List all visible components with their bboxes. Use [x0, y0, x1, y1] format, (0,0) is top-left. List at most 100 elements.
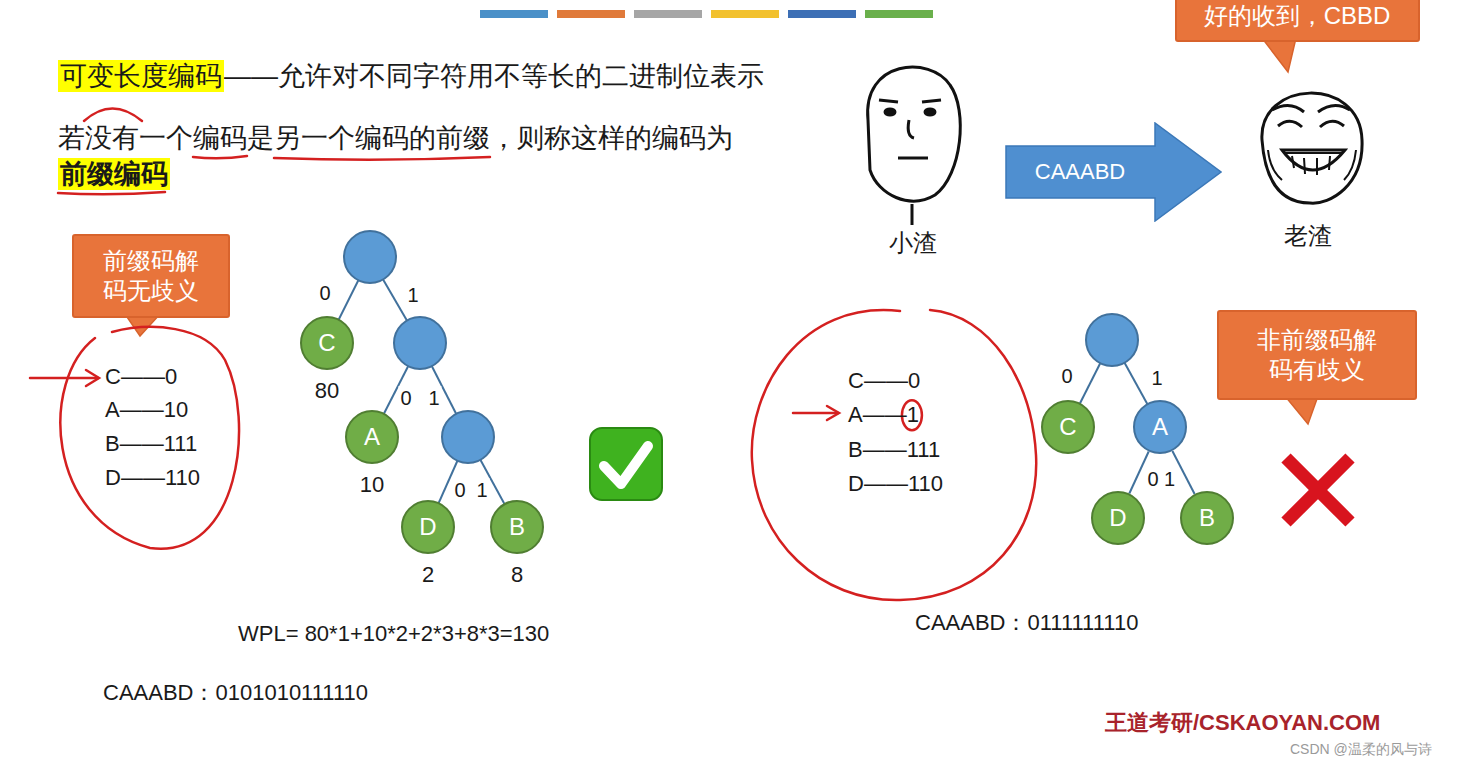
node-text: C: [318, 331, 335, 355]
troll-face: [1268, 150, 1282, 180]
wpl-formula: WPL= 80*1+10*2+2*3+8*3=130: [238, 621, 549, 647]
red-annotation: [30, 109, 1036, 601]
node-text: B: [509, 515, 525, 539]
red-annotation: [193, 156, 247, 158]
color-bar: [480, 10, 933, 18]
red-annotation: [827, 406, 839, 420]
speech-bubble: 好的收到，CBBD: [1175, 0, 1420, 42]
troll-face: [1278, 121, 1302, 127]
troll-face: [1282, 150, 1345, 170]
encoded-string: CAAABD：0101010111110: [103, 680, 368, 706]
edge-bit: 1: [1162, 467, 1177, 491]
leaf-node: C: [1041, 400, 1095, 454]
leaf-node: B: [1180, 491, 1234, 545]
node-text: 前缀码解码无歧义: [99, 246, 202, 306]
troll-face: [1262, 93, 1362, 203]
heading-text: ——允许对不同字符用不等长的二进制位表示: [224, 60, 764, 92]
weight-label: 8: [511, 562, 523, 588]
heading-term: 可变长度编码: [58, 60, 224, 92]
poker-face: [908, 120, 914, 138]
color-bar: [480, 10, 548, 18]
node-text: B: [1199, 506, 1215, 530]
color-bar: [711, 10, 779, 18]
poker-face: [868, 67, 961, 201]
watermark: CSDN @温柔的风与诗: [1290, 741, 1432, 758]
color-bar: [788, 10, 856, 18]
cross-icon: [1286, 458, 1350, 522]
troll-face: [1262, 93, 1362, 203]
troll-face: [1272, 105, 1304, 112]
code-row: A——1: [848, 402, 919, 428]
edge-bit: 1: [426, 386, 441, 410]
poker-face: [885, 109, 895, 115]
tree-node: A: [1133, 400, 1187, 454]
leaf-node: B8: [490, 500, 544, 554]
weight-label: 2: [422, 562, 434, 588]
red-annotation: [86, 370, 99, 386]
edge-bit: 0: [317, 281, 332, 305]
code-row: D——110: [105, 465, 200, 491]
red-annotation: [84, 109, 142, 122]
troll-face: [1292, 156, 1294, 168]
node-text: D: [419, 515, 436, 539]
defined-term: 前缀编码: [58, 158, 170, 190]
code-row: C——0: [105, 364, 177, 390]
cross-icon: [1286, 458, 1350, 522]
node-text: 好的收到，CBBD: [1204, 1, 1391, 31]
internal-tree-node: [442, 411, 494, 463]
person-name: 老渣: [1284, 222, 1332, 251]
edge-bit: 0: [1145, 467, 1160, 491]
leaf-node: A10: [345, 410, 399, 464]
definition-text: 若没有一个编码是另一个编码的前缀，则称这样的编码为: [58, 122, 733, 154]
poker-face: [911, 204, 914, 225]
block-arrow-shape: [1006, 123, 1221, 221]
code-row: D——110: [848, 471, 943, 497]
color-bar: [557, 10, 625, 18]
callout-tail: [1262, 38, 1296, 72]
encoded-string: CAAABD：0111111110: [915, 610, 1138, 636]
red-annotation: [752, 310, 1036, 600]
red-annotation: [793, 412, 838, 415]
poker-face: [925, 109, 935, 115]
callout-box: 前缀码解码无歧义: [72, 234, 230, 318]
edge-bit: 1: [405, 283, 420, 307]
weight-label: 80: [315, 378, 339, 404]
red-annotation: [58, 192, 165, 194]
callout-box: 非前缀码解码有歧义: [1217, 310, 1417, 400]
code-row: C——0: [848, 368, 920, 394]
edge-bit: 0: [1059, 364, 1074, 388]
edge-bit: 1: [474, 478, 489, 502]
edge-bit: 1: [1149, 366, 1164, 390]
code-row: B——111: [105, 431, 197, 457]
leaf-node: C80: [300, 316, 354, 370]
node-text: A: [364, 425, 380, 449]
troll-face: [1318, 105, 1350, 112]
troll-face: [1344, 150, 1356, 180]
code-row: B——111: [848, 437, 940, 463]
troll-face: [1320, 121, 1344, 127]
leaf-node: D: [1091, 491, 1145, 545]
internal-tree-node: [394, 317, 446, 369]
weight-label: 10: [360, 472, 384, 498]
poker-face: [868, 67, 961, 225]
red-annotation: [274, 157, 490, 160]
node-text: CAAABD: [1005, 146, 1155, 198]
cross-icon: [1286, 458, 1350, 522]
poker-face: [898, 157, 928, 160]
person-name: 小渣: [889, 229, 937, 258]
troll-face: [1304, 158, 1305, 174]
node-text: D: [1109, 506, 1126, 530]
check-icon: [604, 446, 648, 484]
color-bar: [865, 10, 933, 18]
internal-tree-node: [344, 231, 1138, 463]
block-arrow: CAAABD: [1005, 122, 1222, 222]
watermark: 王道考研/CSKAOYAN.COM: [1105, 710, 1380, 736]
code-row: A——10: [105, 397, 188, 423]
node-text: 非前缀码解码有歧义: [1253, 325, 1380, 385]
callout-tail: [1285, 396, 1318, 424]
troll-face: [1284, 152, 1343, 154]
color-bar: [634, 10, 702, 18]
red-annotation: [60, 327, 239, 549]
